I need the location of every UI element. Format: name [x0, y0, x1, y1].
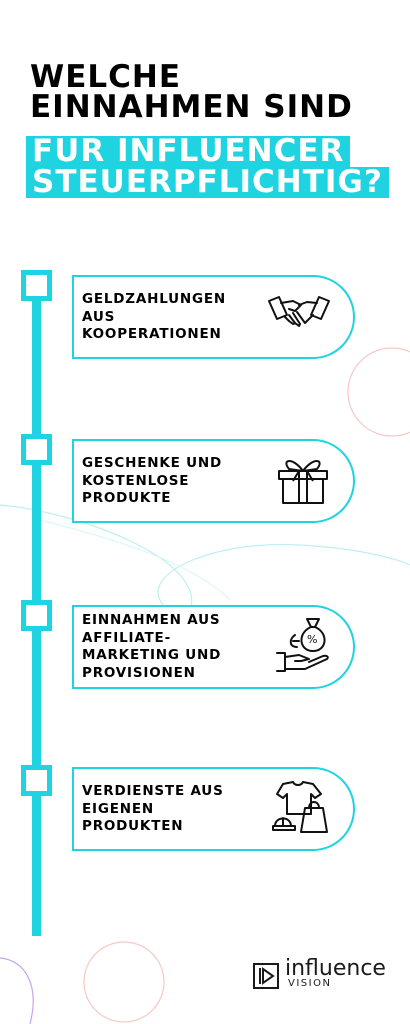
- merchandise-icon: [271, 778, 331, 840]
- card-4-label: VERDIENSTE AUS EIGENEN PRODUKTEN: [82, 782, 224, 834]
- gift-icon: [275, 451, 331, 511]
- card-2: GESCHENKE UND KOSTENLOSE PRODUKTE: [72, 439, 355, 523]
- card-3: EINNAHMEN AUS AFFILIATE-MARKETING UND PR…: [72, 605, 355, 689]
- title-highlight-line-2: STEUERPFLICHTIG?: [26, 167, 389, 198]
- logo-wordmark: influence: [285, 956, 386, 981]
- card-4: VERDIENSTE AUS EIGENEN PRODUKTEN: [72, 767, 355, 851]
- title-highlight: FÜR INFLUENCER STEUERPFLICHTIG?: [26, 136, 389, 198]
- svg-text:%: %: [307, 633, 317, 646]
- timeline-node-3: [21, 600, 52, 631]
- timeline-node-1: [21, 270, 52, 301]
- title-highlight-line-1: FÜR INFLUENCER: [26, 136, 351, 167]
- deco-swirl-2: [39, 519, 231, 601]
- play-logo-icon: [253, 963, 279, 989]
- money-bag-hand-icon: %: [275, 615, 331, 679]
- timeline-node-2: [21, 434, 52, 465]
- card-3-label: EINNAHMEN AUS AFFILIATE-MARKETING UND PR…: [82, 612, 222, 681]
- handshake-icon: [267, 293, 331, 341]
- deco-circle-right: [347, 347, 410, 437]
- page-title: WELCHE EINNAHMEN SIND: [30, 59, 353, 125]
- timeline-node-4: [21, 765, 52, 796]
- card-1: GELDZAHLUNGEN AUS KOOPERATIONEN: [72, 275, 355, 359]
- title-line-1: WELCHE: [30, 59, 181, 95]
- card-2-label: GESCHENKE UND KOSTENLOSE PRODUKTE: [82, 454, 223, 506]
- deco-arc-left: [0, 957, 34, 1024]
- deco-circle-bottom: [83, 941, 165, 1023]
- card-1-label: GELDZAHLUNGEN AUS KOOPERATIONEN: [82, 290, 227, 342]
- title-line-2: EINNAHMEN SIND: [30, 89, 353, 125]
- logo-subtitle: VISION: [288, 978, 332, 989]
- deco-swirl: [0, 504, 410, 616]
